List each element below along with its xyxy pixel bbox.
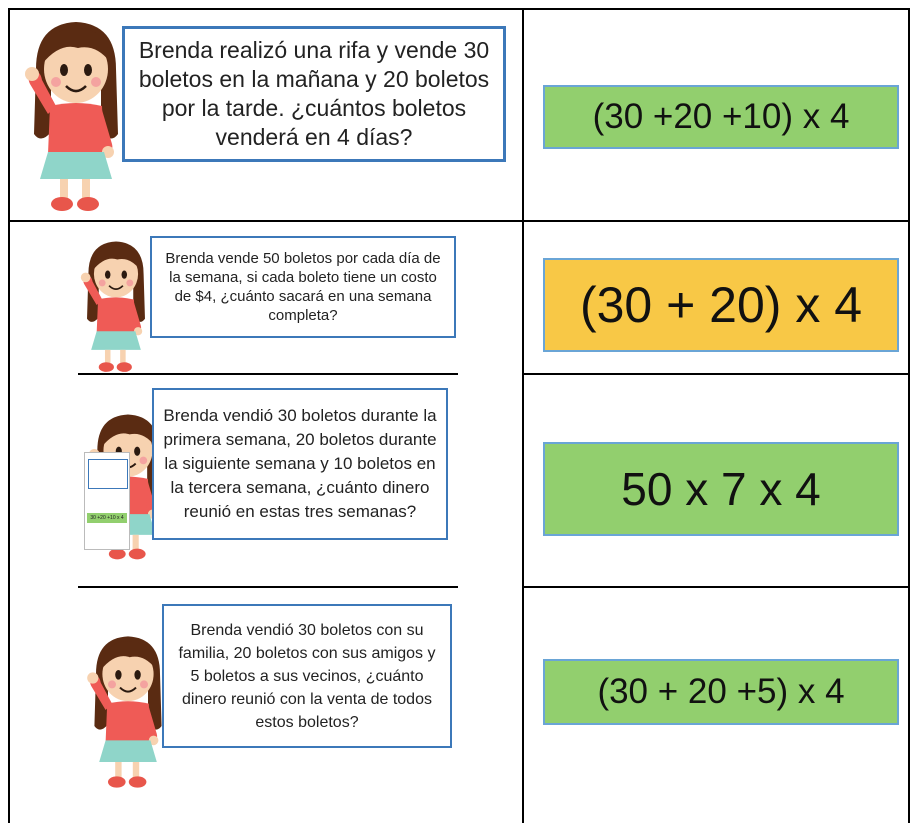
question-text: Brenda vende 50 boletos por cada día de … (165, 250, 441, 324)
row-divider-2b (522, 373, 910, 375)
table-border-right (908, 8, 910, 823)
question-text: Brenda vendió 30 boletos con su familia,… (178, 621, 436, 731)
answer-text: (30 + 20 +5) x 4 (597, 672, 845, 711)
mini-answer-text: 30 +20 +10 x 4 (90, 515, 124, 521)
row-divider-3 (78, 586, 458, 588)
row-divider-3b (522, 586, 910, 588)
question-bubble: Brenda vendió 30 boletos durante la prim… (152, 388, 448, 540)
row-divider-2 (78, 373, 458, 375)
mini-worksheet-thumbnail: 30 +20 +10 x 4 (84, 452, 130, 550)
question-bubble: Brenda vendió 30 boletos con su familia,… (162, 604, 452, 748)
mini-answer-box: 30 +20 +10 x 4 (87, 513, 127, 523)
answer-card: (30 + 20) x 4 (543, 258, 899, 352)
question-text: Brenda vendió 30 boletos durante la prim… (163, 406, 437, 521)
question-text: Brenda realizó una rifa y vende 30 bolet… (138, 37, 490, 150)
answer-text: 50 x 7 x 4 (621, 463, 821, 515)
answer-card: (30 +20 +10) x 4 (543, 85, 899, 149)
question-bubble: Brenda realizó una rifa y vende 30 bolet… (122, 26, 506, 162)
answer-text: (30 +20 +10) x 4 (592, 97, 850, 136)
table-border-top (8, 8, 910, 10)
question-bubble: Brenda vende 50 boletos por cada día de … (150, 236, 456, 338)
table-border-middle (522, 8, 524, 823)
mini-question-box (88, 459, 128, 489)
answer-card: 50 x 7 x 4 (543, 442, 899, 536)
girl-character-icon (74, 236, 158, 374)
worksheet-table (8, 8, 912, 823)
girl-character-icon (16, 14, 136, 214)
table-border-left (8, 8, 10, 823)
answer-card: (30 + 20 +5) x 4 (543, 659, 899, 725)
row-divider-1 (8, 220, 910, 222)
answer-text: (30 + 20) x 4 (579, 277, 863, 333)
